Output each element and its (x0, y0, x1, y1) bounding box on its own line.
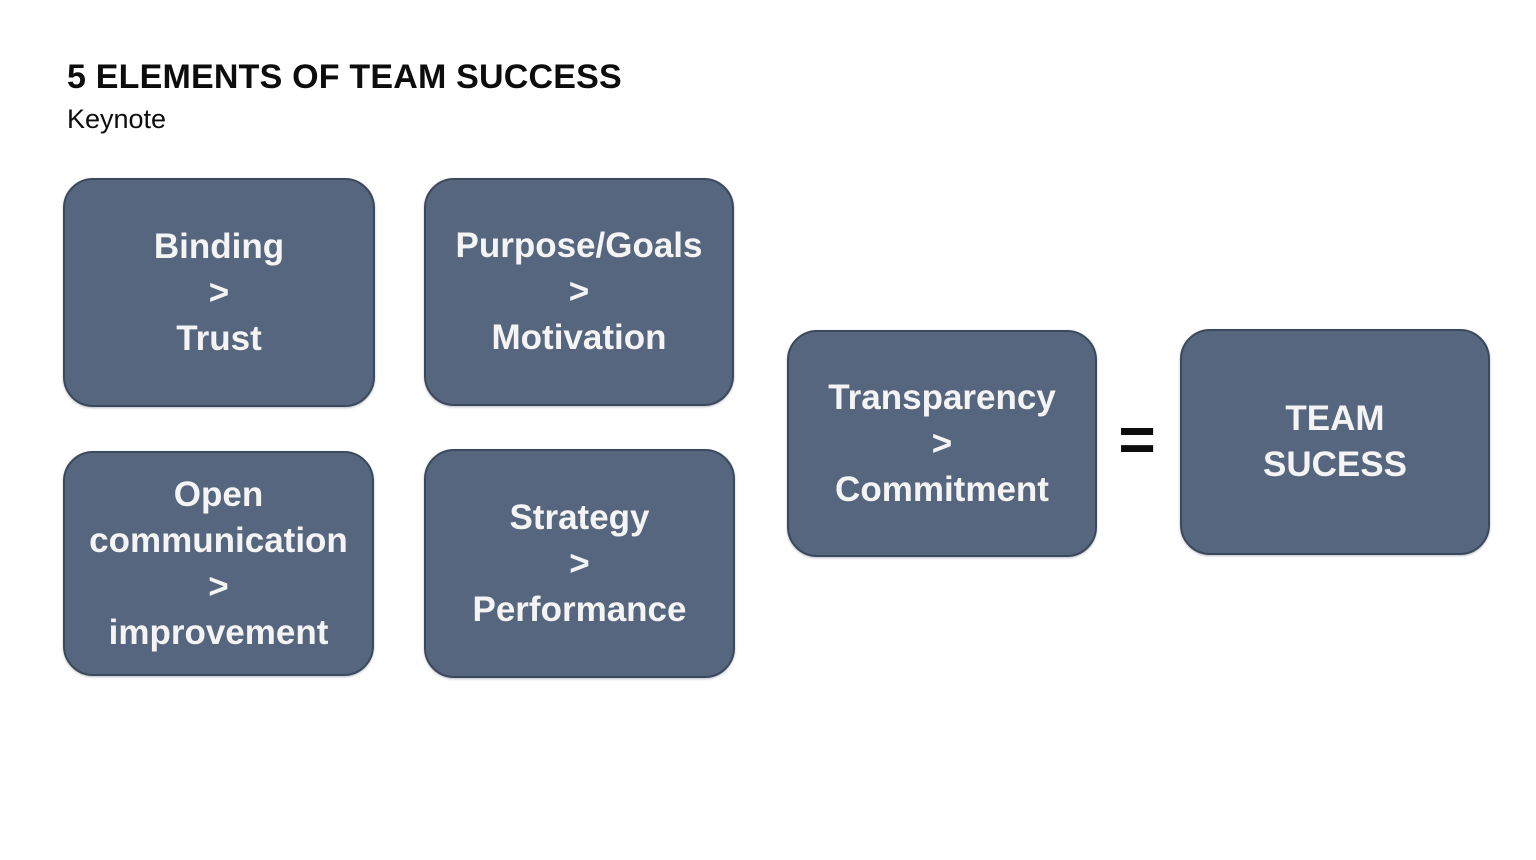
element-box-strategy-performance: Strategy > Performance (424, 449, 735, 678)
box-line: communication (89, 520, 348, 560)
box-line: Commitment (835, 469, 1049, 509)
box-text: Transparency > Commitment (828, 375, 1056, 513)
greater-than-symbol: > (569, 543, 590, 583)
box-line: Strategy (509, 497, 650, 537)
box-line: SUCESS (1263, 445, 1407, 484)
element-box-transparency-commitment: Transparency > Commitment (787, 330, 1097, 557)
box-line: Binding (153, 226, 285, 266)
box-text: Strategy > Performance (473, 495, 687, 633)
box-text: Purpose/Goals > Motivation (455, 223, 702, 361)
box-line: Trust (176, 318, 262, 358)
equals-sign: = (1118, 403, 1156, 475)
box-line: Open (173, 474, 264, 514)
greater-than-symbol: > (931, 423, 953, 463)
greater-than-symbol: > (208, 272, 230, 312)
slide-subtitle: Keynote (67, 104, 167, 134)
greater-than-symbol: > (568, 272, 590, 311)
box-line: Purpose/Goals (455, 226, 703, 265)
element-box-binding-trust: Binding > Trust (63, 178, 375, 407)
element-box-open-communication-improvement: Open communication > improvement (63, 451, 374, 676)
box-line: improvement (108, 612, 329, 652)
greater-than-symbol: > (208, 566, 229, 606)
slide-title: 5 ELEMENTS OF TEAM SUCCESS (67, 58, 622, 96)
box-line: Transparency (828, 377, 1056, 417)
box-line: Motivation (491, 318, 667, 357)
box-line: Performance (472, 589, 687, 629)
element-box-purpose-goals-motivation: Purpose/Goals > Motivation (424, 178, 734, 406)
box-text: Open communication > improvement (89, 472, 348, 656)
result-box-team-success: TEAM SUCESS (1180, 329, 1490, 555)
box-line: TEAM (1285, 399, 1385, 438)
box-text: TEAM SUCESS (1263, 396, 1407, 488)
box-text: Binding > Trust (154, 224, 284, 362)
